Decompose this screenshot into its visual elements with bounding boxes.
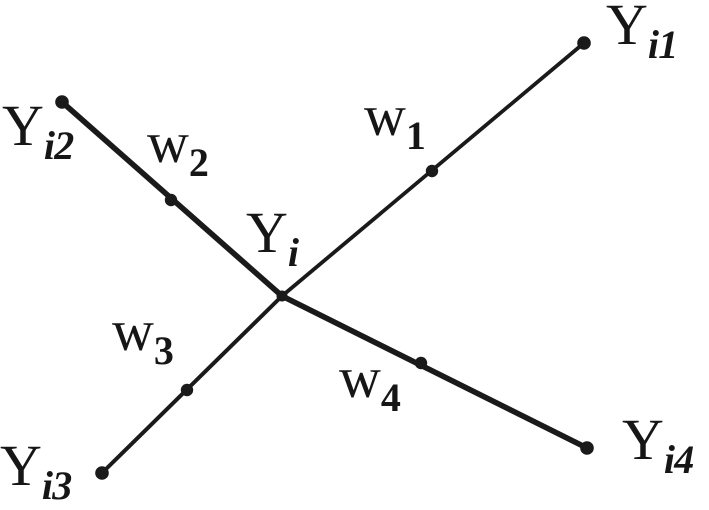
weight-label-w2-subscript: 2	[188, 139, 209, 185]
weight-dot-w2	[164, 193, 178, 207]
node-label-yi2: Yi2	[2, 97, 74, 166]
node-label-yi3: Yi3	[0, 437, 72, 506]
node-label-yi1: Yi1	[606, 0, 678, 64]
weight-label-w4-subscript: 4	[380, 374, 401, 420]
weight-label-w4-main: w	[339, 345, 381, 410]
weight-label-w3: w3	[112, 302, 174, 371]
weight-dot-w1	[425, 164, 439, 178]
node-dot-yi4	[580, 441, 594, 455]
center-node-label-main: Y	[246, 200, 288, 265]
node-dot-yi2	[55, 95, 69, 109]
node-label-yi2-subscript: i2	[43, 122, 74, 168]
weight-dot-w4	[414, 356, 428, 370]
node-label-yi1-main: Y	[606, 0, 648, 57]
weight-label-w2: w2	[147, 114, 209, 183]
weight-label-w2-main: w	[147, 110, 189, 175]
center-node-label-yi: Yi	[246, 204, 299, 273]
node-label-yi2-main: Y	[2, 93, 44, 158]
node-label-yi3-subscript: i3	[41, 462, 72, 508]
node-label-yi3-main: Y	[0, 433, 42, 498]
edge-w3	[100, 294, 284, 475]
node-dot-yi3	[95, 466, 109, 480]
node-label-yi4-subscript: i4	[663, 436, 694, 482]
node-label-yi1-subscript: i1	[647, 21, 678, 67]
node-label-yi4: Yi4	[622, 411, 694, 480]
weight-dot-w3	[180, 383, 194, 397]
weight-label-w3-subscript: 3	[153, 327, 174, 373]
weight-label-w4: w4	[339, 349, 401, 418]
node-dot-yi1	[577, 36, 591, 50]
edge-w4	[280, 293, 589, 451]
weight-label-w3-main: w	[112, 298, 154, 363]
weight-label-w1: w1	[364, 87, 426, 156]
center-node-dot-yi	[276, 290, 288, 302]
node-label-yi4-main: Y	[622, 407, 664, 472]
weight-label-w1-subscript: 1	[405, 112, 426, 158]
weight-label-w1-main: w	[364, 83, 406, 148]
center-node-label-subscript: i	[287, 229, 299, 275]
